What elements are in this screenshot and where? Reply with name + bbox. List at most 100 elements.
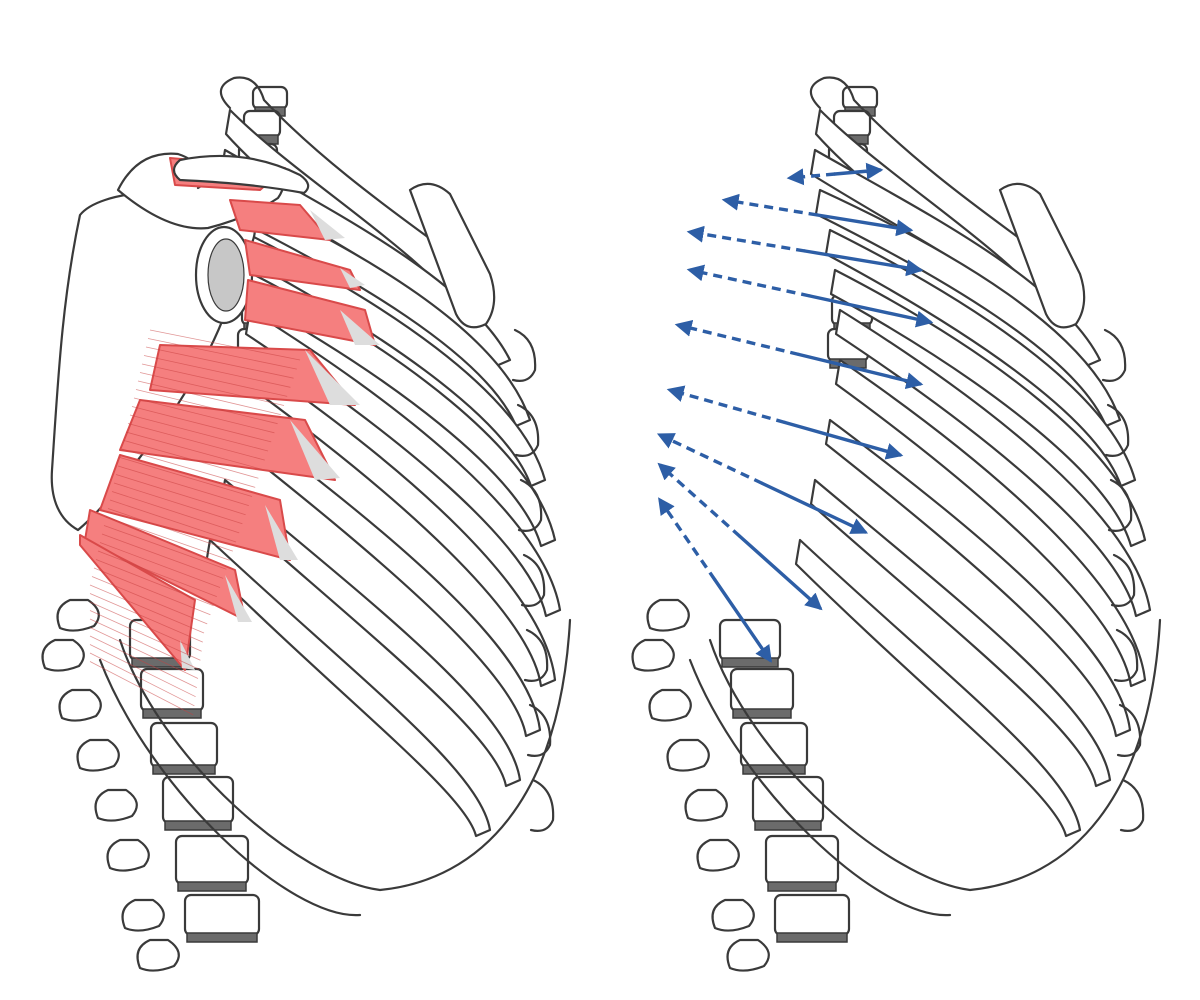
muscle-fiber: [115, 474, 246, 516]
muscle-fiber: [135, 389, 278, 425]
spinous-process: [56, 598, 100, 632]
arrow-insertion-solid: [833, 162, 884, 180]
left-clavicle: [172, 154, 310, 195]
muscle-fiber: [93, 567, 211, 616]
arrow-origin-dashed: [686, 264, 811, 298]
muscle-fiber: [145, 346, 294, 379]
intervertebral-disc: [767, 881, 837, 892]
arrow-insertion-solid: [803, 249, 924, 277]
costal-cartilage: [514, 403, 540, 457]
muscle-slip: [119, 399, 336, 481]
muscle-fiber: [89, 601, 202, 652]
costal-cartilage: [526, 703, 552, 757]
first-rib: [219, 76, 447, 252]
arrow-insertion-solid: [783, 420, 904, 460]
muscle-fiber: [125, 431, 262, 470]
arrow-insertion-solid: [738, 534, 823, 611]
spinous-process: [726, 938, 770, 972]
clavicle-end: [998, 182, 1086, 329]
muscle-fiber: [89, 627, 199, 679]
muscle-fiber: [89, 661, 194, 716]
muscle-fiber: [103, 525, 227, 570]
intervertebral-disc: [754, 820, 822, 831]
costal-cartilage: [523, 628, 549, 682]
right-panel-ribcage: [631, 76, 1162, 972]
arrow-origin-dashed: [721, 193, 818, 217]
muscle-fiber: [91, 576, 208, 625]
muscle-fiber: [127, 423, 265, 461]
rib: [824, 228, 1137, 488]
muscle-fiber: [113, 482, 243, 525]
arrow-origin-dashed: [786, 168, 836, 186]
muscle-fiber: [107, 508, 233, 552]
muscle-fiber: [129, 414, 269, 452]
rib: [834, 358, 1147, 688]
spinous-process: [648, 688, 692, 722]
lower-rib: [688, 658, 952, 917]
muscle-fiber: [121, 448, 256, 488]
rib: [829, 268, 1147, 548]
muscle-tendon: [225, 575, 252, 622]
arrow-insertion-solid: [760, 481, 869, 534]
vertebra-body: [149, 721, 219, 769]
muscle-fiber: [101, 533, 224, 579]
muscle-slip: [229, 199, 331, 241]
first-rib: [809, 76, 1037, 252]
spinous-process: [121, 898, 165, 932]
glenoid-cavity: [207, 238, 245, 312]
muscle-fiber: [133, 397, 275, 434]
spinous-process: [136, 938, 180, 972]
muscle-fiber: [89, 584, 205, 634]
intervertebral-disc: [186, 932, 258, 943]
costal-cartilage: [1116, 703, 1142, 757]
muscle-fiber: [89, 644, 196, 698]
muscle-fiber: [89, 652, 195, 707]
intervertebral-disc: [177, 881, 247, 892]
costal-cartilage: [529, 778, 555, 832]
rib: [244, 358, 557, 688]
spinous-process: [76, 738, 120, 772]
muscle-fiber: [89, 635, 197, 688]
muscle-tendon: [340, 268, 365, 288]
arrow-origin-dashed: [658, 497, 717, 581]
left-panel-ribcage: [41, 76, 572, 972]
spinous-process: [684, 788, 728, 822]
intervertebral-disc: [142, 708, 202, 719]
muscle-tendon: [290, 420, 340, 480]
arrow-origin-dashed: [656, 433, 764, 486]
vertebra-body: [183, 893, 261, 937]
rib: [809, 478, 1112, 788]
vertebra-body: [718, 618, 782, 662]
muscle-fiber: [149, 329, 301, 361]
spinous-process: [41, 638, 85, 672]
muscle-fiber: [89, 593, 203, 643]
spinous-process: [106, 838, 150, 872]
muscle-fiber: [131, 406, 272, 443]
vertebra-body: [764, 834, 840, 886]
vertebra-body: [739, 721, 809, 769]
intervertebral-disc: [776, 932, 848, 943]
arrow-insertion-solid: [713, 578, 772, 663]
muscle-fiber: [119, 457, 253, 497]
intervertebral-disc: [164, 820, 232, 831]
rib: [824, 418, 1132, 738]
spinous-process: [696, 838, 740, 872]
spinous-process: [711, 898, 755, 932]
muscle-fiber: [95, 559, 214, 607]
muscle-fiber: [143, 355, 291, 388]
muscle-fiber: [139, 372, 285, 406]
arrow-insertion-solid: [815, 213, 914, 237]
intervertebral-disc: [721, 657, 779, 668]
muscle-fiber: [109, 499, 237, 543]
spinous-process: [666, 738, 710, 772]
rib: [204, 538, 492, 838]
muscle-fiber: [141, 363, 288, 397]
muscle-fiber: [137, 380, 281, 415]
spinous-process: [94, 788, 138, 822]
clavicle-end: [408, 182, 496, 329]
muscle-fiber: [147, 338, 297, 370]
muscle-fiber: [111, 491, 240, 534]
clavicle: [172, 154, 310, 195]
costal-cartilage: [520, 553, 546, 607]
serratus-anterior-muscle: [79, 157, 380, 716]
